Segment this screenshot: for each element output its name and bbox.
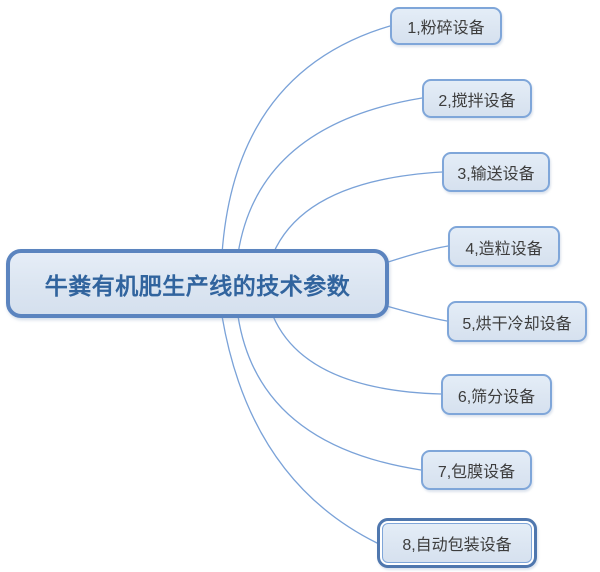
branch-node-drying-cooling[interactable]: 5,烘干冷却设备 bbox=[447, 301, 587, 342]
branch-label-packaging: 8,自动包装设备 bbox=[402, 537, 512, 554]
connector-line-screening bbox=[272, 315, 442, 395]
branch-node-crushing[interactable]: 1,粉碎设备 bbox=[390, 7, 502, 45]
connector-line-coating bbox=[237, 315, 422, 471]
branch-label-drying-cooling: 5,烘干冷却设备 bbox=[462, 315, 572, 333]
branch-node-conveying[interactable]: 3,输送设备 bbox=[442, 152, 550, 192]
branch-node-granulating[interactable]: 4,造粒设备 bbox=[448, 226, 560, 267]
branch-node-coating[interactable]: 7,包膜设备 bbox=[421, 450, 532, 490]
branch-node-screening[interactable]: 6,筛分设备 bbox=[441, 374, 552, 415]
connector-line-crushing bbox=[221, 25, 391, 255]
root-topic-node[interactable]: 牛粪有机肥生产线的技术参数 bbox=[6, 249, 389, 318]
branch-label-coating: 7,包膜设备 bbox=[437, 464, 516, 481]
branch-label-screening: 6,筛分设备 bbox=[457, 388, 536, 406]
connector-line-packaging bbox=[221, 315, 378, 544]
branch-label-crushing: 1,粉碎设备 bbox=[407, 20, 485, 37]
branch-node-mixing[interactable]: 2,搅拌设备 bbox=[422, 79, 532, 118]
connector-line-conveying bbox=[272, 171, 443, 255]
branch-node-packaging: 8,自动包装设备 bbox=[382, 523, 532, 563]
branch-label-mixing: 2,搅拌设备 bbox=[438, 92, 516, 110]
connector-line-mixing bbox=[237, 97, 423, 255]
branch-label-conveying: 3,输送设备 bbox=[457, 166, 535, 183]
branch-node-packaging-selected[interactable]: 8,自动包装设备 bbox=[377, 518, 537, 568]
branch-label-granulating: 4,造粒设备 bbox=[465, 240, 543, 258]
root-topic-label: 牛粪有机肥生产线的技术参数 bbox=[44, 272, 351, 299]
